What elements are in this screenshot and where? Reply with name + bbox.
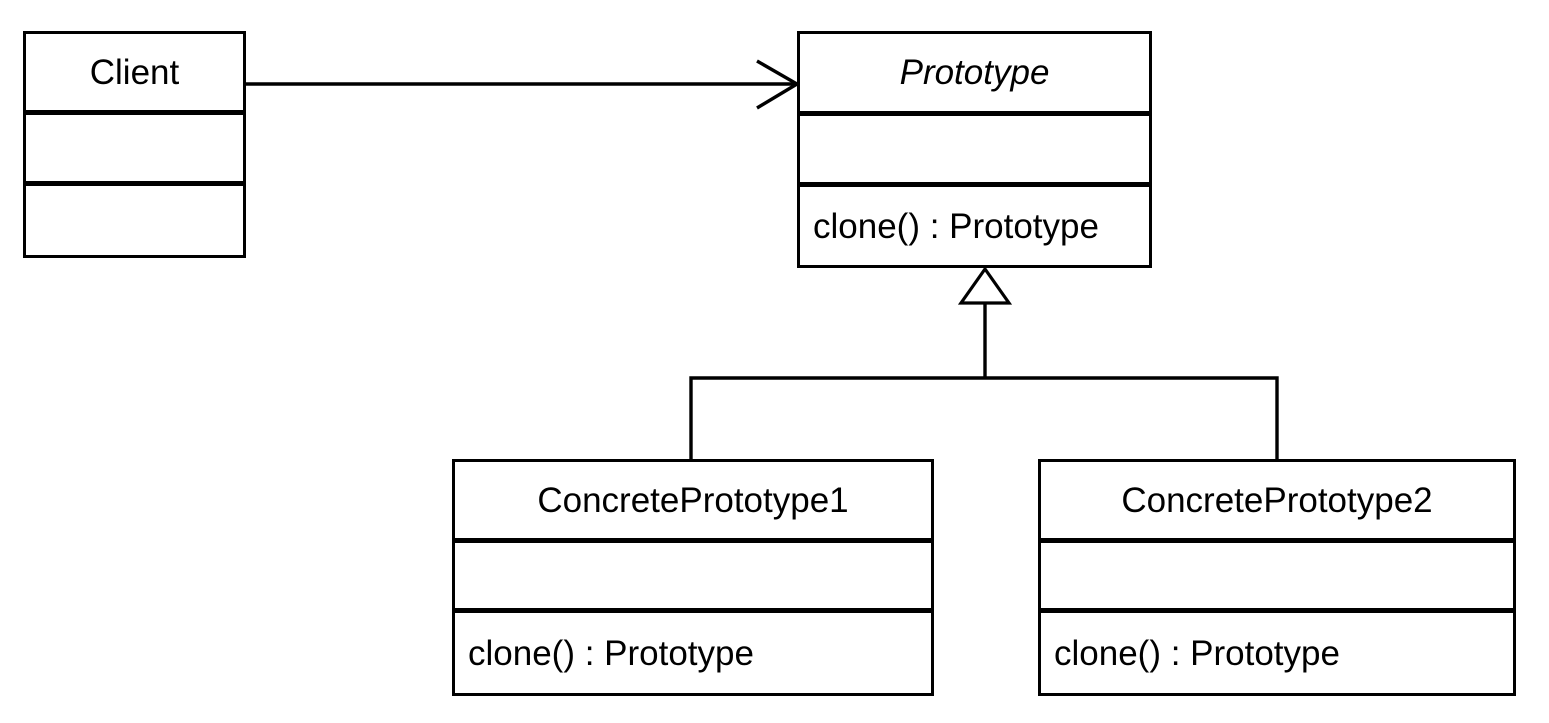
- operations-compartment-client: [26, 181, 243, 255]
- operations-compartment-concrete-prototype-2: clone() : Prototype: [1041, 608, 1513, 693]
- class-box-client: Client: [23, 31, 246, 258]
- class-box-concrete-prototype-2: ConcretePrototype2 clone() : Prototype: [1038, 459, 1516, 696]
- association-client-to-prototype: [246, 59, 801, 110]
- class-name-prototype: Prototype: [899, 53, 1050, 92]
- generalization-connector: [689, 266, 1279, 459]
- class-name-concrete-prototype-1: ConcretePrototype1: [537, 480, 849, 520]
- hollow-triangle-icon: [957, 266, 1013, 305]
- operations-compartment-prototype: clone() : Prototype: [800, 182, 1149, 265]
- class-box-concrete-prototype-1: ConcretePrototype1 clone() : Prototype: [452, 459, 934, 696]
- class-box-prototype: Prototype clone() : Prototype: [797, 31, 1152, 268]
- attributes-compartment-concrete-prototype-2: [1041, 538, 1513, 608]
- class-name-client: Client: [89, 52, 180, 92]
- operations-compartment-concrete-prototype-1: clone() : Prototype: [455, 608, 931, 693]
- attributes-compartment-concrete-prototype-1: [455, 538, 931, 608]
- attributes-compartment-prototype: [800, 111, 1149, 182]
- class-name-concrete-prototype-2: ConcretePrototype2: [1121, 480, 1433, 520]
- attributes-compartment-client: [26, 110, 243, 181]
